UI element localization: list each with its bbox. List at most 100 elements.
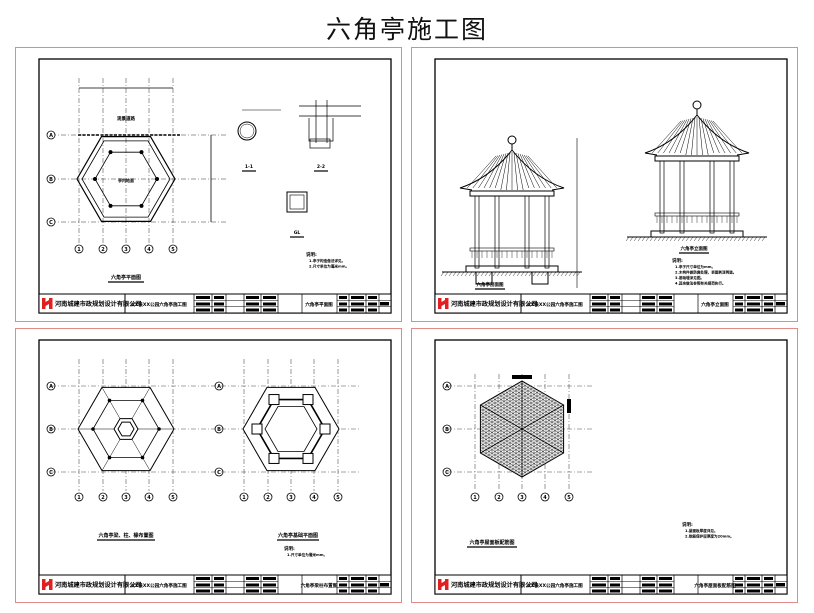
note-line: 1.亭子尺寸单位为mm。 [675, 264, 715, 269]
sheet-name: 六角亭立面图 [701, 301, 729, 308]
axis-bubble: A [46, 130, 56, 140]
section-drawing [440, 135, 582, 288]
notes: 说明:1.尺寸单位为毫米mm。 [284, 545, 327, 557]
project-name: XX县XX公园六角亭施工图 [527, 301, 583, 308]
drawing-text: 2 [101, 495, 105, 501]
drawing-text: B [217, 427, 221, 433]
drawing-text: B [49, 427, 53, 433]
company-name: 河南城建市政规划设计有限公司 [451, 581, 538, 589]
axis-bubble: 5 [564, 492, 574, 502]
axis-bubble: 1 [239, 492, 249, 502]
drawing-text: 1-1 [245, 164, 253, 170]
drawing-text: A [217, 384, 221, 390]
project-name: XX县XX公园六角亭施工图 [527, 582, 583, 589]
company-logo [438, 298, 449, 309]
drawing-text: B [445, 427, 449, 433]
drawing-text: 六角亭基础平面图 [278, 532, 318, 539]
axis-bubble: 1 [74, 244, 84, 254]
project-name: XX县XX公园六角亭施工图 [131, 301, 187, 308]
notes-title: 说明: [682, 521, 693, 528]
note-line: 4.其余做法参照有关规范执行。 [675, 281, 726, 286]
drawing-text: 六角亭剖面图 [477, 281, 504, 288]
company-name: 河南城建市政规划设计有限公司 [55, 300, 142, 308]
drawing-text: 2-2 [317, 164, 325, 170]
drawing-text: 2 [266, 495, 270, 501]
drawing-text: 1 [77, 247, 81, 253]
sheet-thumbnail-elevation[interactable]: 六角亭剖面图六角亭立面图说明:1.亭子尺寸单位为mm。2.木构件做防腐处理，表面… [411, 47, 798, 322]
drawing-text: 亭内地面 [118, 177, 134, 183]
axis-bubble: 5 [168, 492, 178, 502]
drawing-text: 3 [520, 495, 524, 501]
axis-bubble: B [46, 174, 56, 184]
drawing-text: 4 [147, 247, 151, 253]
drawing-text: 3 [124, 247, 128, 253]
axis-bubble: 3 [121, 492, 131, 502]
company-logo [42, 579, 53, 590]
note-line: 2.尺寸单位为毫米mm。 [309, 264, 349, 269]
drawing-text: C [445, 470, 449, 476]
drawing-text: 4 [312, 495, 316, 501]
axis-bubble: 2 [494, 492, 504, 502]
company-name: 河南城建市政规划设计有限公司 [451, 300, 538, 308]
axis-bubble: 2 [98, 492, 108, 502]
notes: 说明:1.屋面板厚度详见。2.钢筋保护层厚度为20mm。 [682, 521, 734, 539]
drawing-text: GL [294, 230, 301, 236]
notes: 说明:1.亭子尺寸单位为mm。2.木构件做防腐处理，表面刷漆两道。3.基础埋深见… [672, 257, 736, 286]
sheet-name: 六角亭屋面板配筋图 [694, 582, 736, 589]
company-logo [438, 579, 449, 590]
drawing-sheet-2: 六角亭剖面图六角亭立面图说明:1.亭子尺寸单位为mm。2.木构件做防腐处理，表面… [412, 48, 797, 321]
drawing-text: B [49, 177, 53, 183]
drawing-text: C [49, 470, 53, 476]
drawing-text: 5 [171, 495, 175, 501]
axis-bubble: 5 [168, 244, 178, 254]
document-title: 六角亭施工图 [325, 15, 488, 44]
drawing-text: 5 [336, 495, 340, 501]
sheet-name: 六角亭梁柱布置图 [301, 582, 338, 589]
drawing-text: 六角亭屋面板配筋图 [469, 539, 514, 546]
drawing-text: 1 [242, 495, 246, 501]
drawing-text: 六角亭立面图 [681, 245, 708, 252]
axis-bubble: 3 [517, 492, 527, 502]
axis-bubble: 2 [98, 244, 108, 254]
elevation-drawing [625, 100, 767, 242]
drawing-text: 5 [171, 247, 175, 253]
notes-title: 说明: [306, 251, 317, 258]
drawing-text: A [445, 384, 449, 390]
notes-title: 说明: [672, 257, 683, 264]
axis-bubble: 4 [144, 244, 154, 254]
drawing-text: 2 [101, 247, 105, 253]
axis-bubble: 2 [263, 492, 273, 502]
company-name: 河南城建市政规划设计有限公司 [55, 581, 142, 589]
drawing-text: C [217, 470, 221, 476]
drawing-text: 1 [77, 495, 81, 501]
note-line: 3.基础埋深见图。 [675, 275, 704, 280]
note-line: 1.尺寸单位为毫米mm。 [287, 552, 327, 557]
drawing-text: 六角亭梁、柱、椽布置图 [98, 532, 153, 539]
drawing-text: 5 [567, 495, 571, 501]
drawing-text: 3 [124, 495, 128, 501]
sheet-thumbnail-roof-slab[interactable]: 1 2 3 4 5 A B C 六角亭屋面板配筋图 说明:1.屋面板厚度详见。2.钢筋保护层厚度为… [411, 328, 798, 603]
drawing-text: A [49, 133, 53, 139]
axis-bubble: 1 [470, 492, 480, 502]
axis-bubble: 4 [540, 492, 550, 502]
axis-bubble: 3 [121, 244, 131, 254]
axis-bubble: 3 [286, 492, 296, 502]
project-name: XX县XX公园六角亭施工图 [131, 582, 187, 589]
axis-bubble: 4 [144, 492, 154, 502]
drawing-text: 1 [473, 495, 477, 501]
drawing-text: 2 [497, 495, 501, 501]
notes-title: 说明: [284, 545, 295, 552]
company-logo [42, 298, 53, 309]
axis-bubble: 1 [74, 492, 84, 502]
note-line: 2.木构件做防腐处理，表面刷漆两道。 [675, 270, 736, 275]
sheet-name: 六角亭平面图 [305, 301, 333, 308]
axis-bubble: 4 [309, 492, 319, 502]
notes: 说明:1.亭子构造做法详见。2.尺寸单位为毫米mm。 [306, 251, 349, 269]
